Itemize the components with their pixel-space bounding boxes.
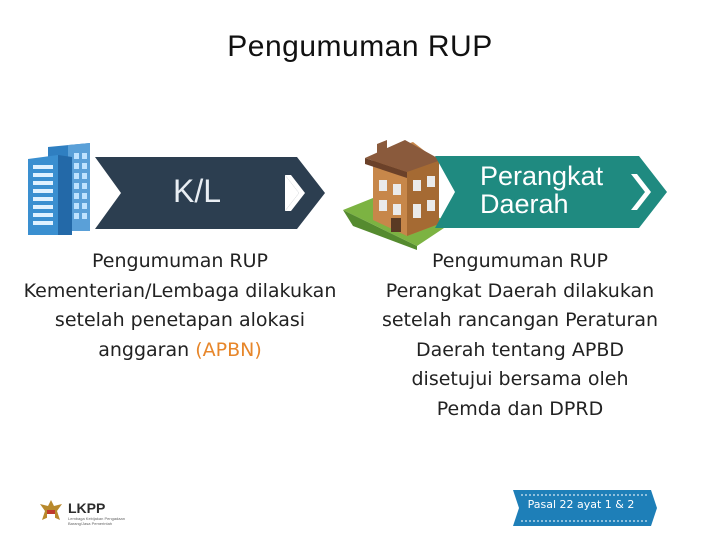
pasal-ribbon-label: Pasal 22 ayat 1 & 2: [527, 498, 635, 511]
pd-banner-shape: [435, 156, 667, 228]
pd-description: Pengumuman RUP Perangkat Daerah dilakuka…: [370, 247, 670, 424]
kl-description: Pengumuman RUP Kementerian/Lembaga dilak…: [20, 247, 340, 365]
pd-description-line: Perangkat Daerah dilakukan: [385, 279, 655, 302]
office-building-icon: [28, 143, 90, 235]
pd-description-line: disetujui bersama oleh: [411, 368, 629, 390]
slide-title: Pengumuman RUP: [227, 30, 493, 63]
lkpp-logo-subtitle: Lembaga Kebijakan Pengadaan Barang/Jasa …: [68, 516, 125, 526]
kl-description-accent: (APBN): [195, 338, 262, 361]
pd-description-line: Pengumuman RUP: [432, 250, 608, 272]
pd-banner-label: Perangkat Daerah: [480, 162, 603, 219]
house-icon: [343, 140, 453, 250]
pasal-ribbon: [513, 490, 657, 526]
pd-description-line: setelah rancangan Peraturan: [381, 309, 659, 331]
pd-banner-label-line2: Daerah: [480, 189, 569, 220]
kl-banner-label: K/L: [173, 173, 222, 209]
pd-banner: Perangkat Daerah: [435, 156, 667, 228]
pd-description-line: Daerah tentang APBD: [415, 338, 625, 361]
kl-banner: K/L: [95, 157, 325, 229]
pd-description-line: Pemda dan DPRD: [436, 397, 604, 420]
kl-description-text: Pengumuman RUP Kementerian/Lembaga dilak…: [23, 250, 337, 361]
pd-banner-label-line1: Perangkat: [480, 161, 604, 191]
kl-banner-shape: [95, 157, 325, 229]
garuda-emblem-icon: [40, 500, 62, 520]
lkpp-logo-text: LKPP: [68, 500, 106, 516]
